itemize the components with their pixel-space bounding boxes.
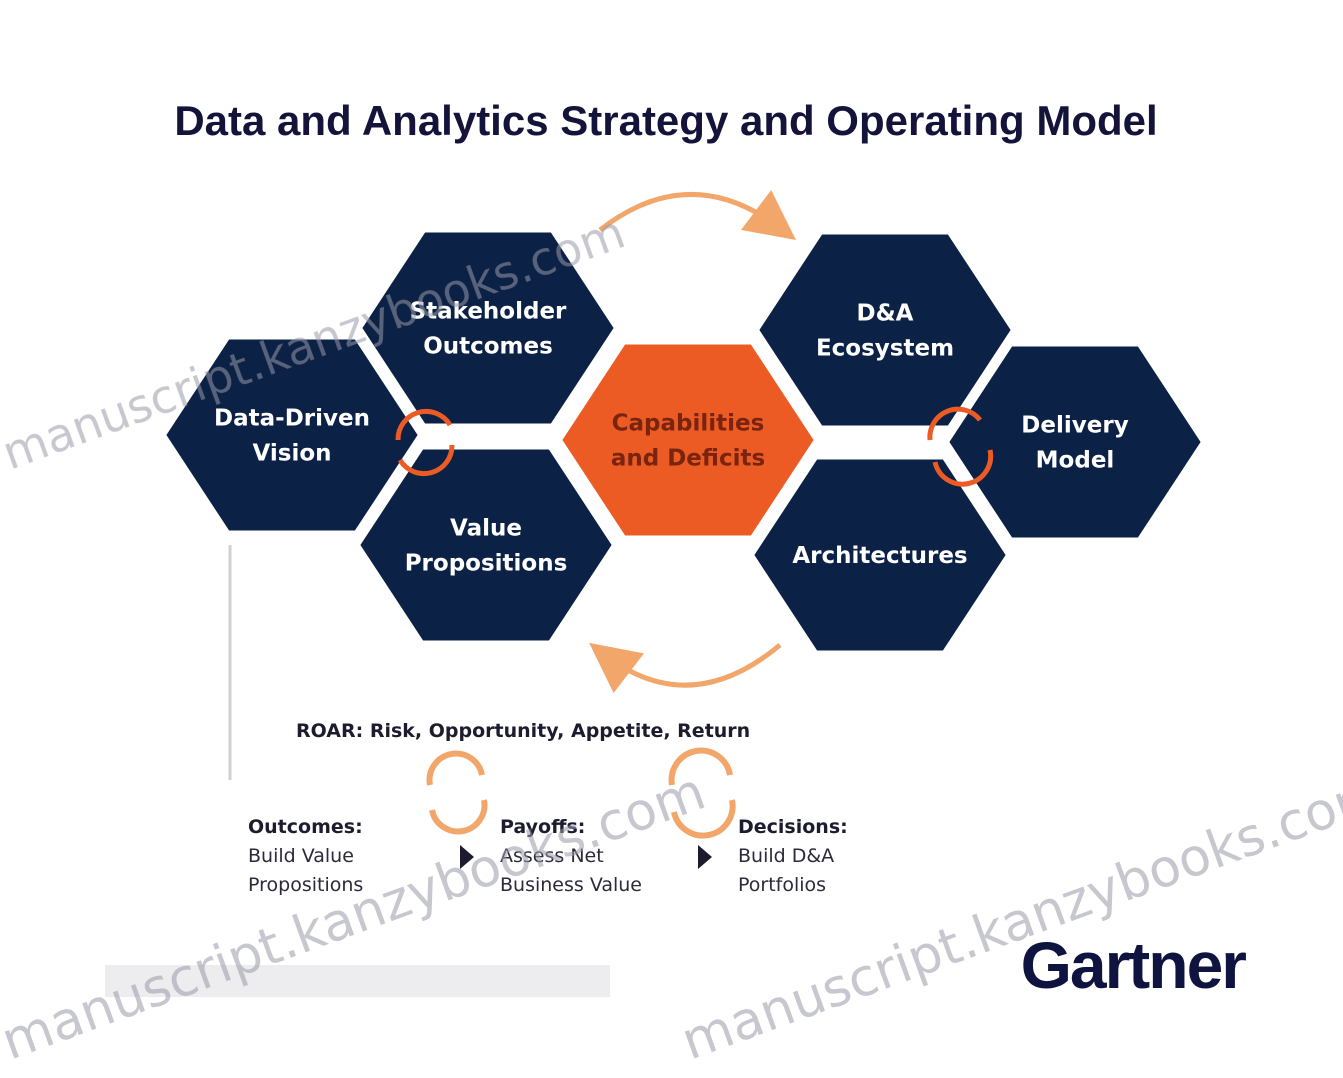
hexagon-label: Propositions — [405, 551, 568, 577]
bottom-cycle-arrow — [589, 642, 782, 694]
hexagon-label: Data-Driven — [214, 406, 370, 432]
hexagon-label: and Deficits — [611, 446, 765, 472]
hexagon-shape — [944, 342, 1206, 542]
watermark-text: manuscript.kanzybooks.com — [674, 762, 1343, 1073]
hexagon-label: Architectures — [792, 543, 967, 569]
column-line: Propositions — [248, 874, 363, 896]
column-decisions: Decisions: Build D&A Portfolios — [738, 816, 848, 896]
column-line: Portfolios — [738, 874, 826, 896]
page-title: Data and Analytics Strategy and Operatin… — [174, 97, 1157, 144]
column-line: Business Value — [500, 874, 642, 896]
arrow-outcomes-to-payoffs-icon — [460, 845, 474, 869]
column-heading: Payoffs: — [500, 816, 585, 838]
column-payoffs: Payoffs: Assess Net Business Value — [500, 816, 642, 896]
hexagon-shape — [355, 445, 617, 645]
arrow-payoffs-to-decisions-icon — [698, 845, 712, 869]
column-line: Build D&A — [738, 845, 834, 867]
column-heading: Decisions: — [738, 816, 848, 838]
hexagon-label: Capabilities — [612, 411, 765, 437]
hexagon-shape — [749, 455, 1011, 655]
column-line: Assess Net — [500, 845, 604, 867]
top-cycle-arrow — [598, 189, 796, 241]
column-line: Build Value — [248, 845, 354, 867]
hexagon-label: Stakeholder — [410, 299, 567, 325]
hex-capabilities-and-deficits: Capabilities and Deficits — [557, 340, 819, 540]
hex-da-ecosystem: D&A Ecosystem — [754, 230, 1016, 430]
column-outcomes: Outcomes: Build Value Propositions — [248, 816, 363, 896]
hexagon-label: D&A — [857, 301, 914, 327]
watermark-text: manuscript.kanzybooks.com — [0, 762, 713, 1073]
hexagon-label: Vision — [252, 441, 331, 467]
hexagon-shape — [357, 228, 619, 428]
hex-architectures: Architectures — [749, 455, 1011, 655]
hexagon-label: Ecosystem — [816, 336, 954, 362]
hexagon-label: Model — [1036, 448, 1115, 474]
roar-label: ROAR: Risk, Opportunity, Appetite, Retur… — [296, 720, 750, 742]
gartner-logo: Gartner — [1021, 928, 1247, 1002]
column-heading: Outcomes: — [248, 816, 363, 838]
hexagon-shape — [754, 230, 1016, 430]
decisions-cycle-icon — [668, 747, 736, 839]
footer-source-bar — [105, 965, 610, 997]
hexagon-label: Delivery — [1021, 413, 1128, 439]
hexagon-shape — [161, 335, 423, 535]
hexagon-label: Outcomes — [423, 334, 553, 360]
hexagon-label: Value — [450, 516, 522, 542]
right-cycle-icon — [927, 406, 994, 487]
hexagon-shape — [557, 340, 819, 540]
left-cycle-icon — [395, 408, 455, 477]
payoffs-cycle-icon — [426, 750, 488, 835]
